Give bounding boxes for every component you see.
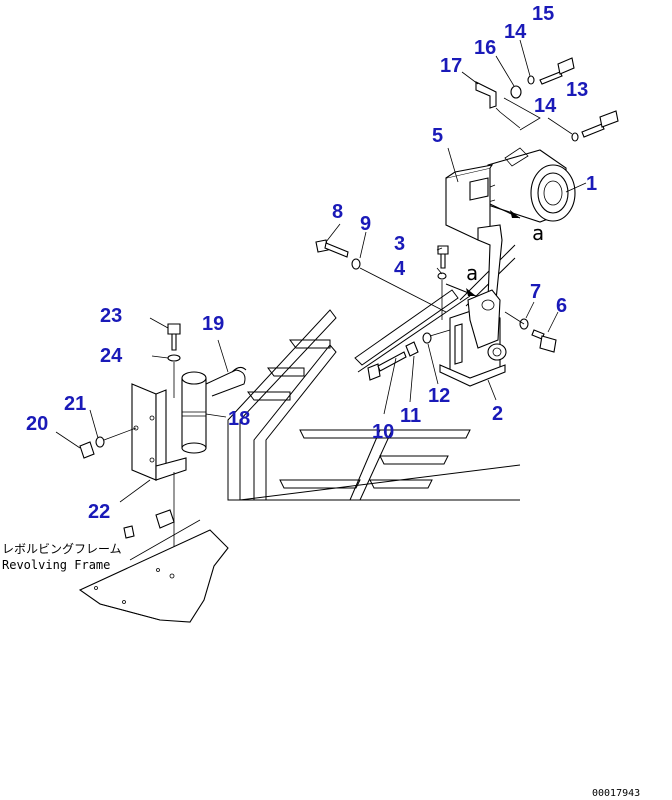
view-marker-upper: a: [532, 221, 544, 245]
callout-18: 18: [228, 408, 250, 430]
callout-6: 6: [556, 295, 567, 317]
callout-2: 2: [492, 403, 503, 425]
extinguisher-bracket: [131, 383, 187, 576]
beacon-lamp: [477, 147, 576, 223]
callout-15: 15: [532, 3, 554, 25]
hardware-bolt-10: [367, 329, 451, 381]
callout-21: 21: [64, 393, 86, 415]
drawing-number: 00017943: [592, 788, 640, 799]
callout-10: 10: [372, 421, 394, 443]
hardware-bracket: [79, 323, 181, 459]
leader-lines: [55, 39, 587, 503]
callout-8: 8: [332, 201, 343, 223]
hardware-bolt-6: [504, 311, 557, 353]
frame-outline-shape: [227, 244, 521, 501]
callout-14-mid: 14: [534, 95, 557, 117]
hardware-upper: [503, 57, 619, 142]
callout-7: 7: [530, 281, 541, 303]
callout-24: 24: [100, 345, 123, 367]
callout-1: 1: [586, 173, 597, 195]
frame-label-jp: レボルビングフレーム: [2, 542, 122, 556]
mounting-stand: [439, 289, 507, 387]
callout-11: 11: [400, 405, 421, 427]
revolving-frame: [78, 509, 229, 623]
hardware-bolt-3: [437, 245, 449, 320]
hardware-bolt-8: [315, 239, 447, 313]
frame-label-en: Revolving Frame: [2, 558, 110, 572]
callout-22: 22: [88, 501, 110, 523]
callout-12: 12: [428, 385, 450, 407]
callout-4: 4: [394, 258, 406, 280]
callout-9: 9: [360, 213, 371, 235]
callout-20: 20: [26, 413, 48, 435]
clip: [475, 81, 521, 129]
fire-extinguisher: [181, 371, 207, 454]
callout-13: 13: [566, 79, 588, 101]
callout-3: 3: [394, 233, 405, 255]
view-arrows: [445, 203, 521, 297]
strap: [205, 366, 247, 397]
view-marker-lower: a: [466, 261, 478, 285]
callout-17: 17: [440, 55, 462, 77]
callout-5: 5: [432, 125, 443, 147]
callout-19: 19: [202, 313, 224, 335]
callout-23: 23: [100, 305, 122, 327]
callout-16: 16: [474, 37, 496, 59]
callout-14-top: 14: [504, 21, 527, 43]
